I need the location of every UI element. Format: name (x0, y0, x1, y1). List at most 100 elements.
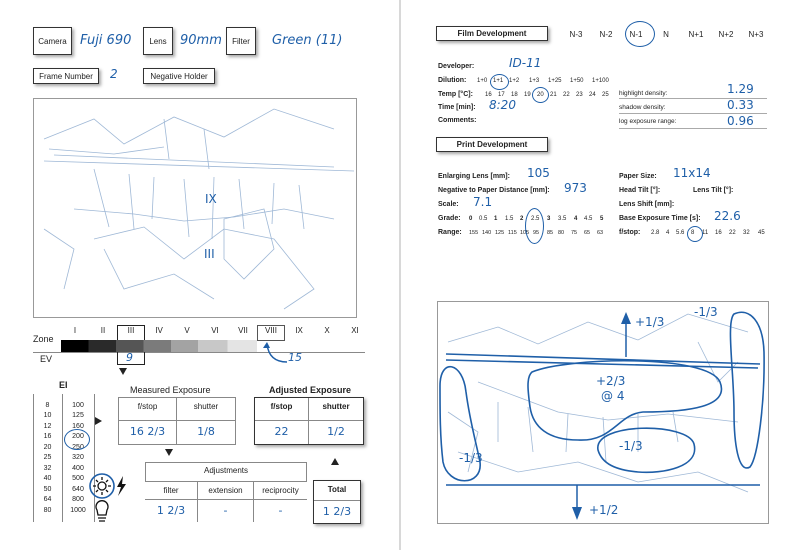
ei-value[interactable]: 10 (43, 412, 52, 420)
total-value[interactable]: 1 2/3 (322, 505, 352, 518)
range-item[interactable]: 115 (508, 230, 517, 236)
fstop-item[interactable]: 22 (729, 230, 736, 236)
fstop-item[interactable]: 32 (743, 230, 750, 236)
grade-item[interactable]: 1.5 (505, 216, 514, 222)
fstop-item[interactable]: 5.6 (676, 230, 685, 236)
adj-extension-value[interactable]: - (223, 504, 228, 517)
frame-number-value[interactable]: 2 (110, 67, 118, 81)
ei-value[interactable]: 400 (72, 464, 84, 472)
dodge-mid-value[interactable]: -1/3 (619, 439, 643, 453)
dilution-item[interactable]: 1+25 (548, 78, 562, 84)
log-exposure-value[interactable]: 0.96 (727, 114, 754, 128)
range-item[interactable]: 105 (520, 230, 530, 236)
grade-item[interactable]: 2 (520, 216, 524, 222)
range-item[interactable]: 125 (495, 230, 505, 236)
range-item[interactable]: 63 (597, 230, 604, 236)
enlarging-lens-value[interactable]: 105 (527, 166, 550, 180)
dodge-top-value[interactable]: +1/3 (635, 315, 665, 329)
range-item[interactable]: 65 (584, 230, 591, 236)
ev-measured-value[interactable]: 9 (126, 351, 133, 364)
ei-value[interactable]: 640 (72, 485, 84, 493)
temp-item[interactable]: 25 (602, 92, 609, 98)
grade-item[interactable]: 4 (574, 216, 578, 222)
grade-item[interactable]: 0 (469, 216, 473, 222)
ei-value[interactable]: 20 (43, 443, 52, 451)
neg-distance-value[interactable]: 973 (564, 181, 587, 195)
dilution-item[interactable]: 1+3 (529, 78, 540, 84)
grade-item[interactable]: 3.5 (558, 216, 567, 222)
temp-item[interactable]: 17 (498, 92, 505, 98)
temp-item[interactable]: 22 (563, 92, 570, 98)
temp-item[interactable]: 23 (576, 92, 583, 98)
dodge-left-value[interactable]: -1/3 (459, 451, 483, 465)
grade-item[interactable]: 5 (600, 216, 604, 222)
ev-highlight-value[interactable]: 15 (288, 351, 302, 364)
measured-shutter-value[interactable]: 1/8 (197, 425, 215, 438)
dodge-center-value[interactable]: +2/3 (596, 374, 626, 388)
shadow-density-value[interactable]: 0.33 (727, 98, 754, 112)
adj-reciprocity-value[interactable]: - (278, 504, 283, 517)
developer-value[interactable]: ID-11 (509, 56, 542, 70)
ei-value[interactable]: 64 (43, 496, 52, 504)
dilution-item[interactable]: 1+2 (509, 78, 520, 84)
ei-value[interactable]: 320 (72, 454, 84, 462)
range-item[interactable]: 75 (571, 230, 578, 236)
n-scale-item[interactable]: N (663, 30, 669, 39)
grade-item[interactable]: 4.5 (584, 216, 593, 222)
range-item[interactable]: 155 (469, 230, 479, 236)
temp-item[interactable]: 16 (485, 92, 492, 98)
n-scale-item[interactable]: N+3 (748, 30, 764, 39)
temp-item[interactable]: 24 (589, 92, 596, 98)
scale-value[interactable]: 7.1 (473, 195, 493, 209)
range-item[interactable]: 85 (547, 230, 554, 236)
ei-value[interactable]: 125 (72, 412, 84, 420)
n-scale-item[interactable]: N+1 (688, 30, 704, 39)
ei-value[interactable]: 12 (43, 422, 52, 430)
dilution-item[interactable]: 1+50 (570, 78, 584, 84)
grade-item[interactable]: 3 (547, 216, 551, 222)
grade-item[interactable]: 0.5 (479, 216, 488, 222)
camera-value[interactable]: Fuji 690 (80, 33, 132, 48)
range-item[interactable]: 80 (558, 230, 565, 236)
temp-item[interactable]: 19 (524, 92, 531, 98)
ei-value[interactable]: 80 (43, 506, 52, 514)
measured-fstop-value[interactable]: 16 2/3 (129, 425, 166, 438)
ei-value[interactable]: 8 (45, 401, 50, 409)
lens-value[interactable]: 90mm (180, 33, 222, 48)
ei-value[interactable]: 500 (72, 475, 84, 483)
n-scale-item[interactable]: N-2 (599, 30, 613, 39)
dodge-center-sub[interactable]: @ 4 (601, 389, 625, 403)
adj-filter-value[interactable]: 1 2/3 (156, 504, 186, 517)
fstop-item[interactable]: 2.8 (651, 230, 660, 236)
time-value[interactable]: 8:20 (489, 98, 516, 112)
dilution-item[interactable]: 1+0 (477, 78, 488, 84)
range-item[interactable]: 140 (482, 230, 492, 236)
fstop-item[interactable]: 11 (702, 230, 709, 236)
ei-value[interactable]: 50 (43, 485, 52, 493)
temp-item[interactable]: 18 (511, 92, 518, 98)
fstop-item[interactable]: 16 (715, 230, 722, 236)
temp-item[interactable]: 21 (550, 92, 557, 98)
dilution-item[interactable]: 1+100 (592, 78, 609, 84)
ei-value[interactable]: 1000 (70, 506, 86, 514)
adjusted-fstop-value[interactable]: 22 (274, 425, 289, 438)
highlight-density-value[interactable]: 1.29 (727, 82, 754, 96)
ei-value[interactable]: 160 (72, 422, 84, 430)
fstop-item[interactable]: 45 (758, 230, 765, 236)
ei-value[interactable]: 800 (72, 496, 84, 504)
adjusted-shutter-value[interactable]: 1/2 (327, 425, 345, 438)
ei-value[interactable]: 40 (43, 475, 52, 483)
ei-value[interactable]: 32 (43, 464, 52, 472)
paper-size-value[interactable]: 11x14 (673, 166, 711, 180)
ei-value[interactable]: 25 (43, 454, 52, 462)
fstop-item[interactable]: 4 (666, 230, 670, 236)
dodge-bottom-value[interactable]: +1/2 (589, 503, 619, 517)
n-scale-item[interactable]: N-3 (569, 30, 583, 39)
base-exposure-value[interactable]: 22.6 (714, 209, 741, 223)
ei-value[interactable]: 100 (72, 401, 84, 409)
n-scale-item[interactable]: N+2 (718, 30, 734, 39)
filter-value[interactable]: Green (11) (272, 33, 343, 48)
ei-value[interactable]: 16 (43, 433, 52, 441)
grade-item[interactable]: 1 (494, 216, 498, 222)
dodge-top-right-value[interactable]: -1/3 (694, 305, 718, 319)
